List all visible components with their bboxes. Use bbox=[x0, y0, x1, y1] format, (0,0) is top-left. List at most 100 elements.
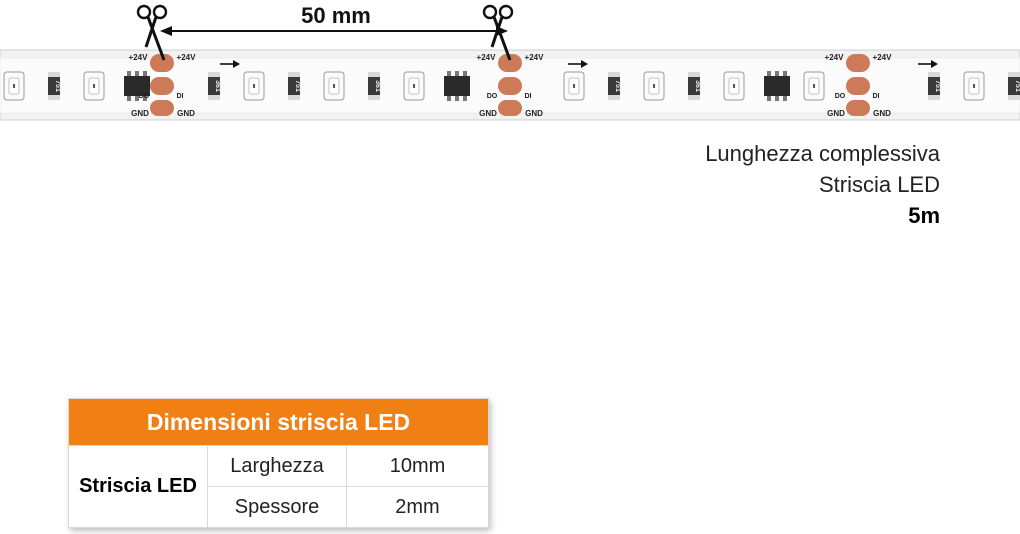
pad-label-do: DO bbox=[487, 93, 498, 100]
led-die-dot bbox=[93, 84, 95, 88]
scissors-icon bbox=[136, 4, 168, 61]
ic-pin bbox=[447, 96, 451, 101]
led-die-dot bbox=[413, 84, 415, 88]
copper-pad-plus bbox=[498, 54, 522, 72]
copper-pad-data bbox=[150, 77, 174, 95]
led-die-dot bbox=[333, 84, 335, 88]
resistor-cap bbox=[928, 72, 940, 77]
ic-pin bbox=[455, 71, 459, 76]
resistor bbox=[1008, 72, 1020, 100]
resistor-cap bbox=[48, 95, 60, 100]
led-die-dot bbox=[13, 84, 15, 88]
table-row-header: Striscia LED bbox=[68, 445, 208, 528]
copper-pad-plus bbox=[846, 54, 870, 72]
dimensions-table-title: Dimensioni striscia LED bbox=[68, 398, 489, 446]
resistor bbox=[48, 72, 60, 100]
ic-pin bbox=[767, 71, 771, 76]
led-die-dot bbox=[733, 84, 735, 88]
table-row: Striscia LED Larghezza 10mm bbox=[68, 445, 489, 528]
direction-arrow-icon bbox=[568, 60, 588, 68]
resistor-cap bbox=[288, 72, 300, 77]
resistor-code: 751 bbox=[934, 80, 941, 92]
resistor bbox=[608, 72, 620, 100]
led-die-dot bbox=[253, 84, 255, 88]
width-value: 10mm bbox=[346, 445, 489, 487]
width-label: Larghezza bbox=[207, 445, 347, 487]
resistor bbox=[208, 72, 220, 100]
overall-length-block: Lunghezza complessiva Striscia LED 5m bbox=[705, 138, 940, 231]
pad-label-do: DO bbox=[835, 93, 846, 100]
resistor-code: 361 bbox=[214, 80, 221, 92]
resistor bbox=[288, 72, 300, 100]
pad-label-plus: +24V bbox=[477, 53, 497, 62]
ic-pin bbox=[783, 71, 787, 76]
direction-arrow-icon bbox=[918, 60, 938, 68]
copper-pad-gnd bbox=[846, 100, 870, 116]
pad-label-di: DI bbox=[873, 93, 880, 100]
scissors-icon bbox=[482, 4, 514, 61]
led-die-dot bbox=[813, 84, 815, 88]
measurement-arrow-left bbox=[160, 26, 172, 36]
resistor-code: 751 bbox=[294, 80, 301, 92]
spec-line-overall-length: Lunghezza complessiva bbox=[705, 141, 940, 166]
resistor-cap bbox=[608, 95, 620, 100]
dimensions-table: Dimensioni striscia LED Striscia LED Lar… bbox=[68, 398, 489, 528]
pad-label-plus: +24V bbox=[129, 53, 149, 62]
resistor-cap bbox=[288, 95, 300, 100]
thickness-value: 2mm bbox=[346, 486, 489, 528]
pad-label-gnd: GND bbox=[525, 109, 543, 118]
resistor bbox=[368, 72, 380, 100]
resistor-cap bbox=[368, 72, 380, 77]
resistor bbox=[688, 72, 700, 100]
ic-chip bbox=[444, 76, 470, 96]
resistor bbox=[928, 72, 940, 100]
copper-pad-data bbox=[498, 77, 522, 95]
ic-pin bbox=[767, 96, 771, 101]
resistor-code: 361 bbox=[374, 80, 381, 92]
direction-arrow-icon bbox=[220, 60, 240, 68]
ic-pin bbox=[783, 96, 787, 101]
pad-label-gnd: GND bbox=[873, 109, 891, 118]
ic-pin bbox=[775, 71, 779, 76]
ic-pin bbox=[447, 71, 451, 76]
copper-pad-data bbox=[846, 77, 870, 95]
ic-chip bbox=[764, 76, 790, 96]
ic-pin bbox=[463, 71, 467, 76]
resistor-cap bbox=[208, 95, 220, 100]
copper-pad-gnd bbox=[498, 100, 522, 116]
resistor-cap bbox=[1008, 95, 1020, 100]
pad-label-plus: +24V bbox=[873, 53, 893, 62]
resistor-cap bbox=[48, 72, 60, 77]
pad-label-plus: +24V bbox=[177, 53, 197, 62]
ic-pin bbox=[135, 71, 139, 76]
resistor-cap bbox=[208, 72, 220, 77]
led-die-dot bbox=[653, 84, 655, 88]
ic-chip bbox=[124, 76, 150, 96]
pad-label-gnd: GND bbox=[827, 109, 845, 118]
ic-pin bbox=[143, 96, 147, 101]
resistor-cap bbox=[608, 72, 620, 77]
ic-pin bbox=[135, 96, 139, 101]
ic-pin bbox=[463, 96, 467, 101]
copper-pad-gnd bbox=[150, 100, 174, 116]
led-die-dot bbox=[973, 84, 975, 88]
ic-pin bbox=[127, 96, 131, 101]
ic-pin bbox=[143, 71, 147, 76]
ic-pin bbox=[127, 71, 131, 76]
pad-label-gnd: GND bbox=[479, 109, 497, 118]
copper-pad-plus bbox=[150, 54, 174, 72]
pad-label-di: DI bbox=[525, 93, 532, 100]
pad-label-gnd: GND bbox=[131, 109, 149, 118]
pad-label-plus: +24V bbox=[525, 53, 545, 62]
pad-label-gnd: GND bbox=[177, 109, 195, 118]
spec-length-value: 5m bbox=[908, 203, 940, 228]
ic-pin bbox=[775, 96, 779, 101]
resistor-cap bbox=[928, 95, 940, 100]
resistor-cap bbox=[688, 95, 700, 100]
led-die-dot bbox=[573, 84, 575, 88]
pad-label-do: DO bbox=[139, 93, 150, 100]
ic-pin bbox=[455, 96, 459, 101]
table-row: Spessore 2mm bbox=[69, 486, 489, 528]
